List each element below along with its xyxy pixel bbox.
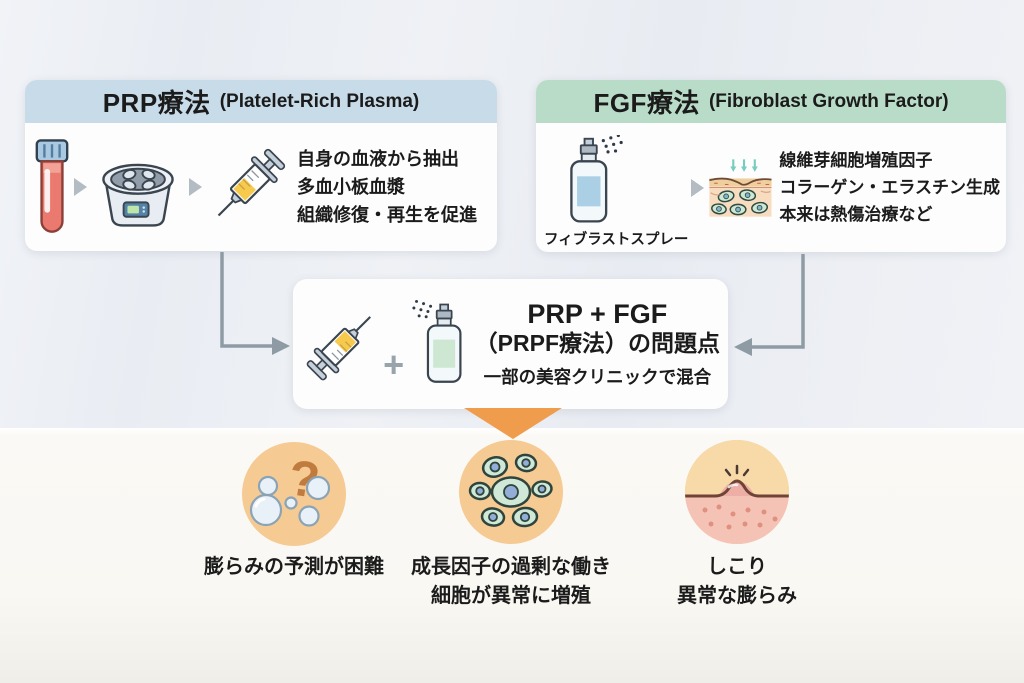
prp-box-content: 自身の血液から抽出 多血小板血漿 組織修復・再生を促進 [33, 123, 491, 251]
problem-label-line: 膨らみの予測が困難 [204, 556, 384, 578]
syringe-icon [205, 144, 289, 229]
fgf-therapy-box: FGF療法 (Fibroblast Growth Factor) フィブラストス… [536, 80, 1006, 252]
fgf-box-header: FGF療法 (Fibroblast Growth Factor) [536, 80, 1006, 123]
fgf-subtitle: (Fibroblast Growth Factor) [708, 90, 949, 112]
prp-title: PRP療法 [102, 88, 211, 118]
prp-box-header: PRP療法 (Platelet-Rich Plasma) [25, 80, 497, 123]
abnormal-cells-icon [468, 453, 553, 528]
problem-label-line: 細胞が異常に増殖 [431, 585, 591, 607]
prpf-box-content: + PRP + FGF （PRPF療法）の問題点 一部の美容クリニックで混合 [293, 279, 728, 409]
prpf-text: PRP + FGF （PRPF療法）の問題点 一部の美容クリニックで混合 [475, 299, 720, 389]
problem-label-line: しこり [707, 556, 767, 578]
prp-line: 自身の血液から抽出 [297, 149, 459, 169]
fgf-box-content: フィブラストスプレー [544, 123, 1000, 252]
prp-subtitle: (Platelet-Rich Plasma) [219, 90, 420, 112]
spray-bottle-icon [570, 134, 624, 223]
skin-cells-icon [709, 158, 773, 217]
centrifuge-icon [102, 163, 174, 227]
problem-lump [685, 440, 789, 544]
problem-label: 膨らみの予測が困難 [149, 553, 439, 582]
fgf-line: 線維芽細胞増殖因子 [779, 151, 933, 170]
prp-line: 多血小板血漿 [297, 177, 405, 197]
plus-sign: + [383, 344, 405, 385]
problem-unpredictable-swelling: ? [242, 442, 346, 546]
blood-tube-icon [35, 139, 69, 233]
problem-label: しこり 異常な膨らみ [592, 553, 882, 611]
fibroblast-spray: フィブラストスプレー [544, 134, 689, 249]
prpf-title: PRP + FGF [527, 299, 668, 329]
flow-arrow-icon [691, 178, 705, 197]
question-bubbles-icon: ? [249, 449, 331, 527]
fgf-title: FGF療法 [593, 88, 700, 118]
flow-arrow-icon [74, 178, 87, 196]
spray-bottle-label: フィブラストスプレー [544, 231, 689, 248]
prpf-subtitle: 一部の美容クリニックで混合 [483, 367, 712, 387]
fgf-line: 本来は熱傷治療など [779, 205, 933, 224]
skin-lump-icon [685, 440, 789, 544]
orange-down-arrow-icon [464, 408, 562, 439]
problem-label-line: 異常な膨らみ [677, 585, 797, 607]
prpf-title2: （PRPF療法）の問題点 [474, 330, 720, 356]
problem-label: 成長因子の過剰な働き 細胞が異常に増殖 [366, 553, 656, 611]
prp-line: 組織修復・再生を促進 [297, 205, 477, 225]
prp-therapy-box: PRP療法 (Platelet-Rich Plasma) [25, 80, 497, 251]
problem-cell-overgrowth [459, 440, 563, 544]
syringe-icon [303, 304, 383, 385]
problem-label-line: 成長因子の過剰な働き [411, 556, 611, 578]
spray-bottle-icon [411, 298, 462, 383]
fgf-description: 線維芽細胞増殖因子 コラーゲン・エラスチン生成 本来は熱傷治療など [779, 147, 1000, 228]
fgf-line: コラーゲン・エラスチン生成 [779, 178, 1000, 197]
prp-description: 自身の血液から抽出 多血小板血漿 組織修復・再生を促進 [297, 145, 477, 229]
flow-arrow-icon [189, 178, 202, 196]
prpf-problem-box: + PRP + FGF （PRPF療法）の問題点 一部の美容クリニックで混合 [293, 279, 728, 409]
